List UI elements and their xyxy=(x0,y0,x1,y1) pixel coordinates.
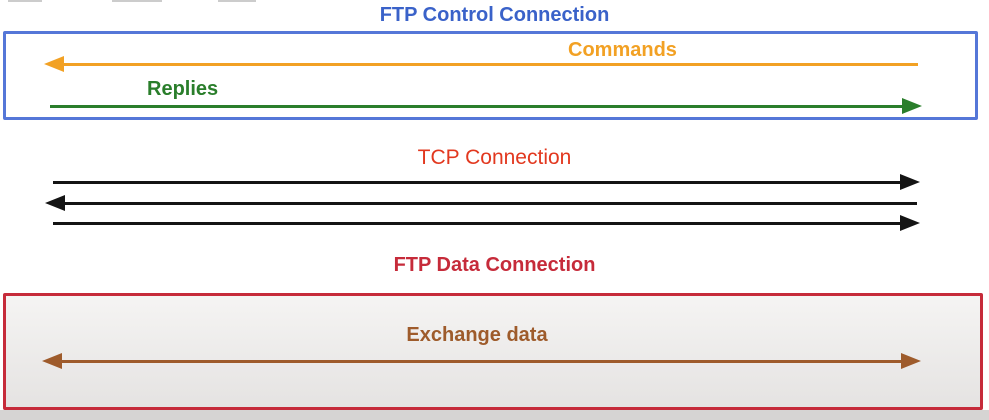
commands-arrow xyxy=(44,56,918,72)
arrowhead-right xyxy=(902,98,922,114)
arrowhead-right xyxy=(900,174,920,190)
arrow-line xyxy=(53,221,904,225)
control-connection-box xyxy=(3,31,978,120)
control-connection-title: FTP Control Connection xyxy=(379,4,610,26)
tcp-arrow-leftward-middle xyxy=(45,195,917,211)
data-connection-title: FTP Data Connection xyxy=(393,254,596,276)
replies-label: Replies xyxy=(147,78,219,100)
arrowhead-left xyxy=(44,56,64,72)
replies-arrow xyxy=(50,98,922,114)
arrow-line xyxy=(60,62,918,66)
arrow-line xyxy=(50,104,906,108)
data-connection-box xyxy=(3,293,983,410)
arrow-line xyxy=(53,180,904,184)
background-strip xyxy=(0,410,989,420)
cropped-text-artifact xyxy=(112,0,162,2)
arrowhead-right xyxy=(901,353,921,369)
arrow-line xyxy=(58,359,905,363)
cropped-text-artifact xyxy=(218,0,256,2)
cropped-text-artifact xyxy=(8,0,42,2)
tcp-arrow-rightward-top xyxy=(53,174,920,190)
exchange-data-arrow xyxy=(42,353,921,369)
exchange-data-label: Exchange data xyxy=(406,324,548,346)
arrowhead-right xyxy=(900,215,920,231)
arrow-line xyxy=(61,201,917,205)
commands-label: Commands xyxy=(568,39,677,61)
tcp-connection-title: TCP Connection xyxy=(417,146,572,169)
arrowhead-left xyxy=(42,353,62,369)
arrowhead-left xyxy=(45,195,65,211)
tcp-arrow-rightward-bottom xyxy=(53,215,920,231)
